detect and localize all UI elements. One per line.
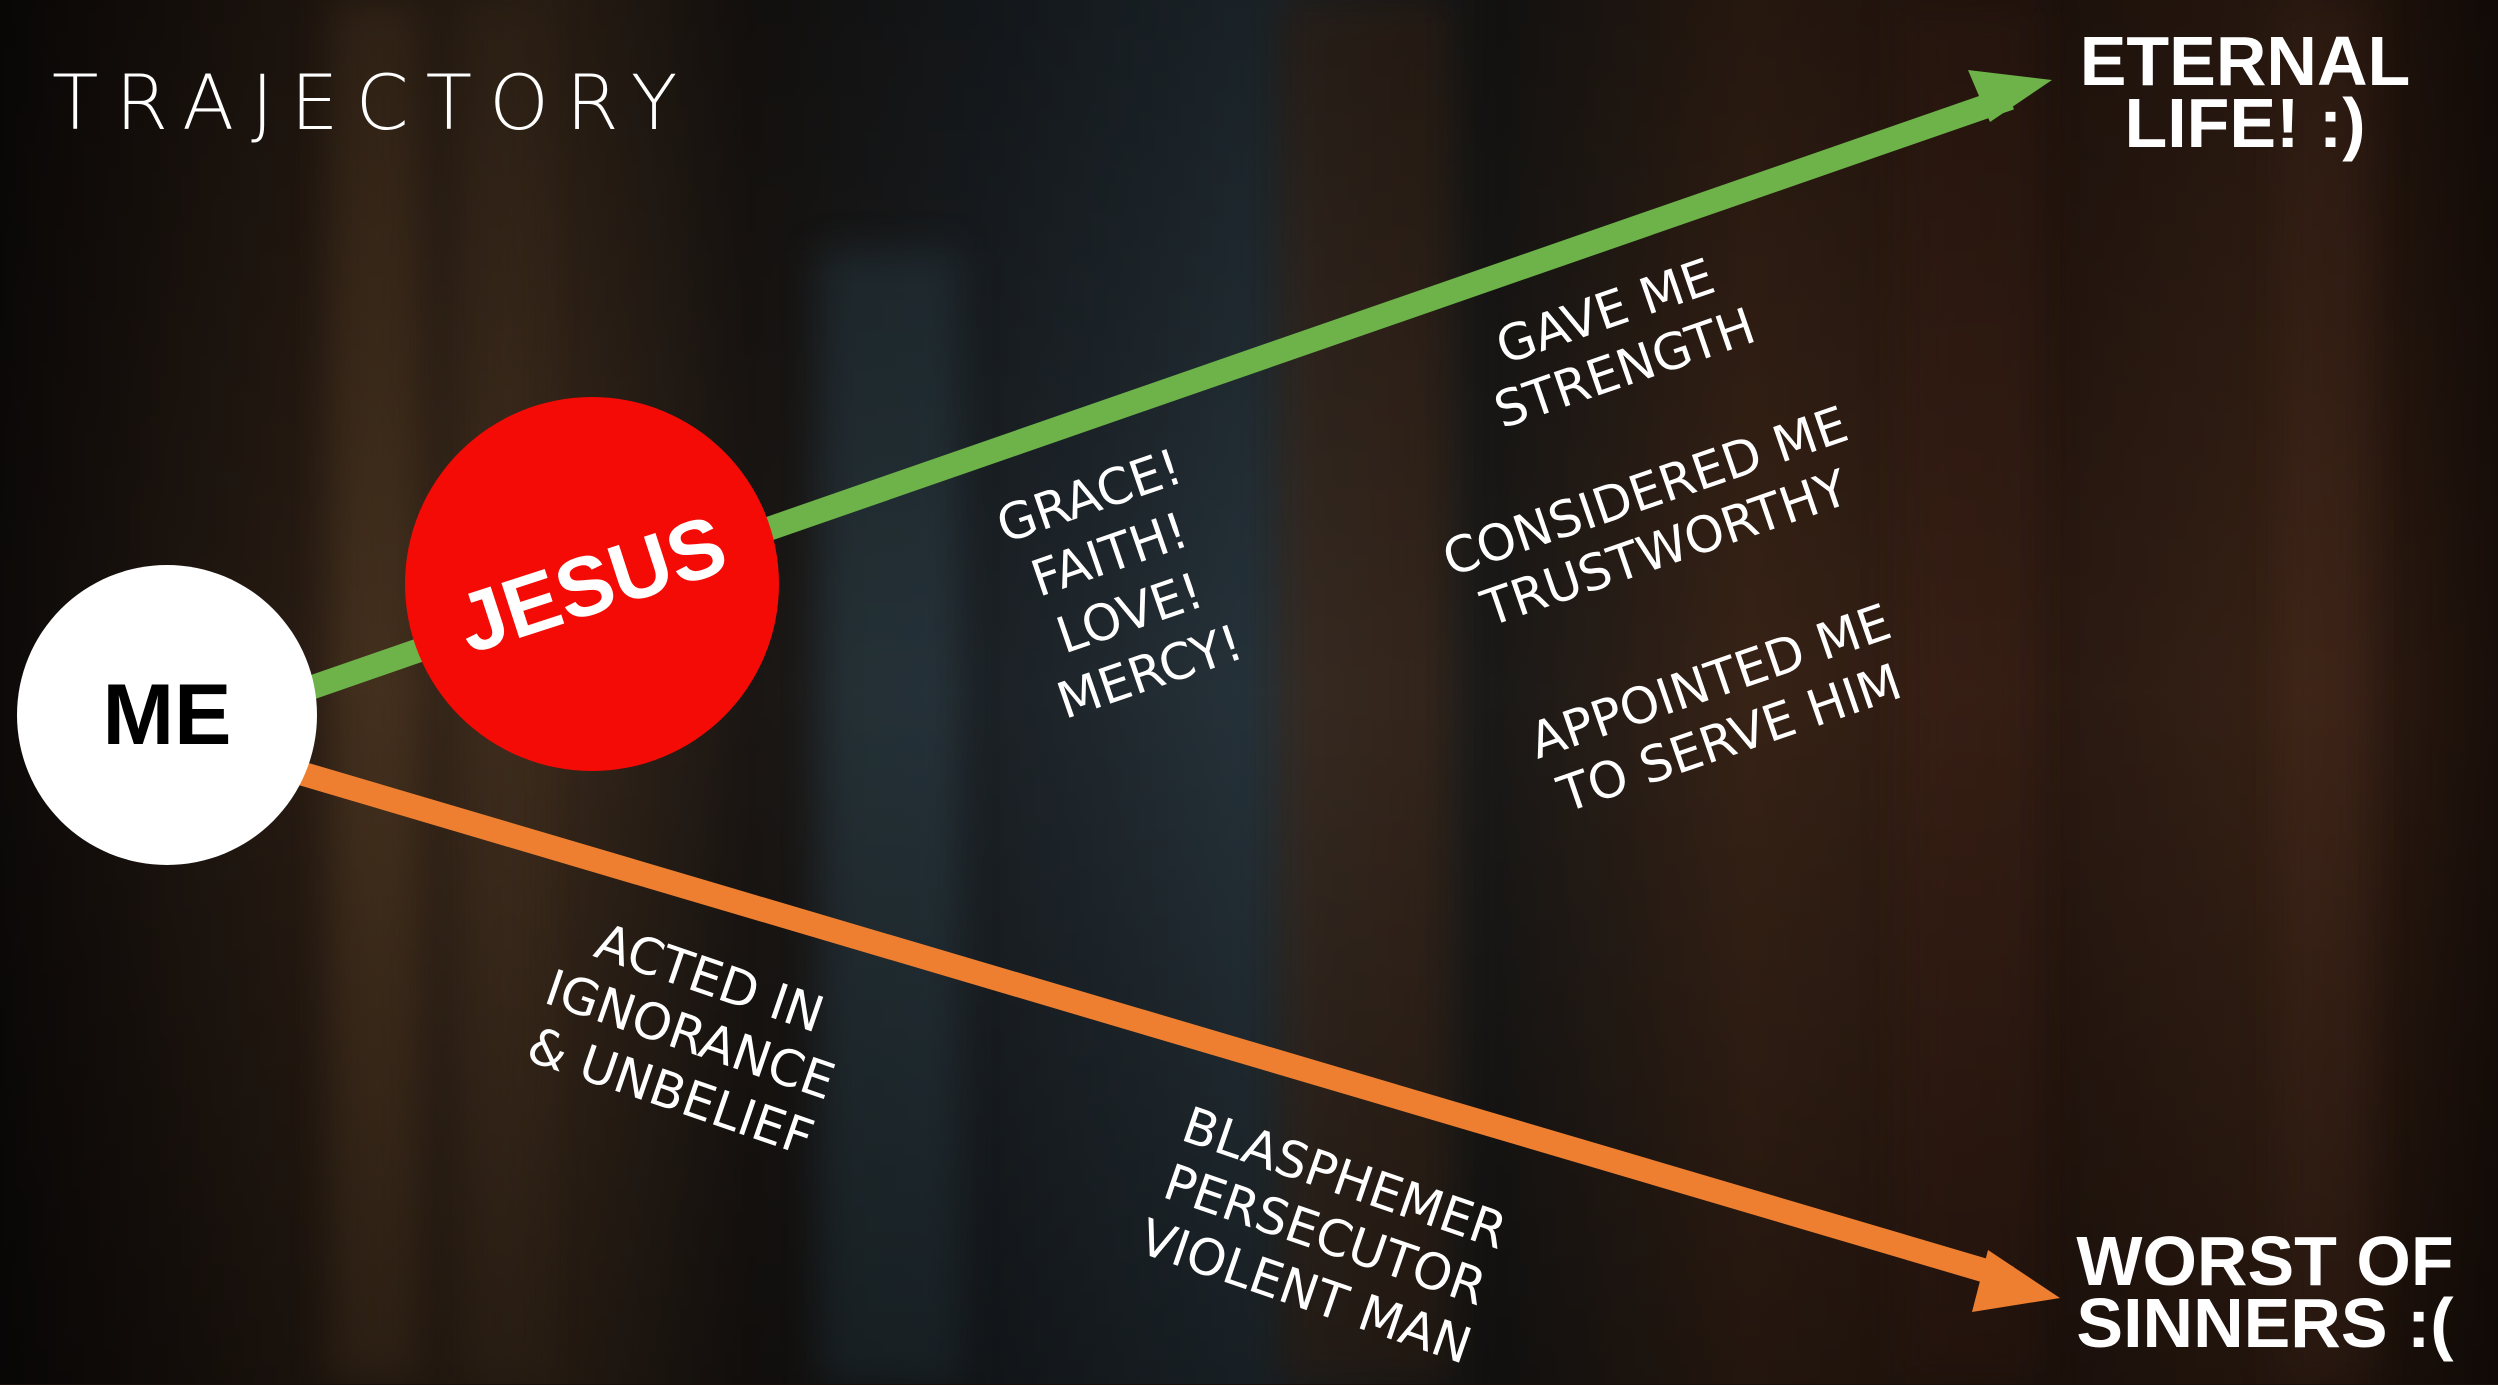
lower-arrow	[286, 758, 2060, 1312]
jesus-circle: JESUS	[405, 397, 779, 771]
lower-arrow-head	[1972, 1250, 2060, 1312]
worst-of-sinners-label: WORST OF SINNERS :(	[2076, 1222, 2454, 1362]
jesus-label: JESUS	[446, 496, 738, 671]
page-title: TRAJECTORY	[52, 58, 695, 147]
eternal-life-label: ETERNAL LIFE! :)	[2079, 22, 2411, 162]
me-label: ME	[102, 666, 232, 763]
upper-arrow-head	[1968, 70, 2052, 122]
me-circle: ME	[17, 565, 317, 865]
lower-arrow-shaft	[286, 758, 2014, 1290]
